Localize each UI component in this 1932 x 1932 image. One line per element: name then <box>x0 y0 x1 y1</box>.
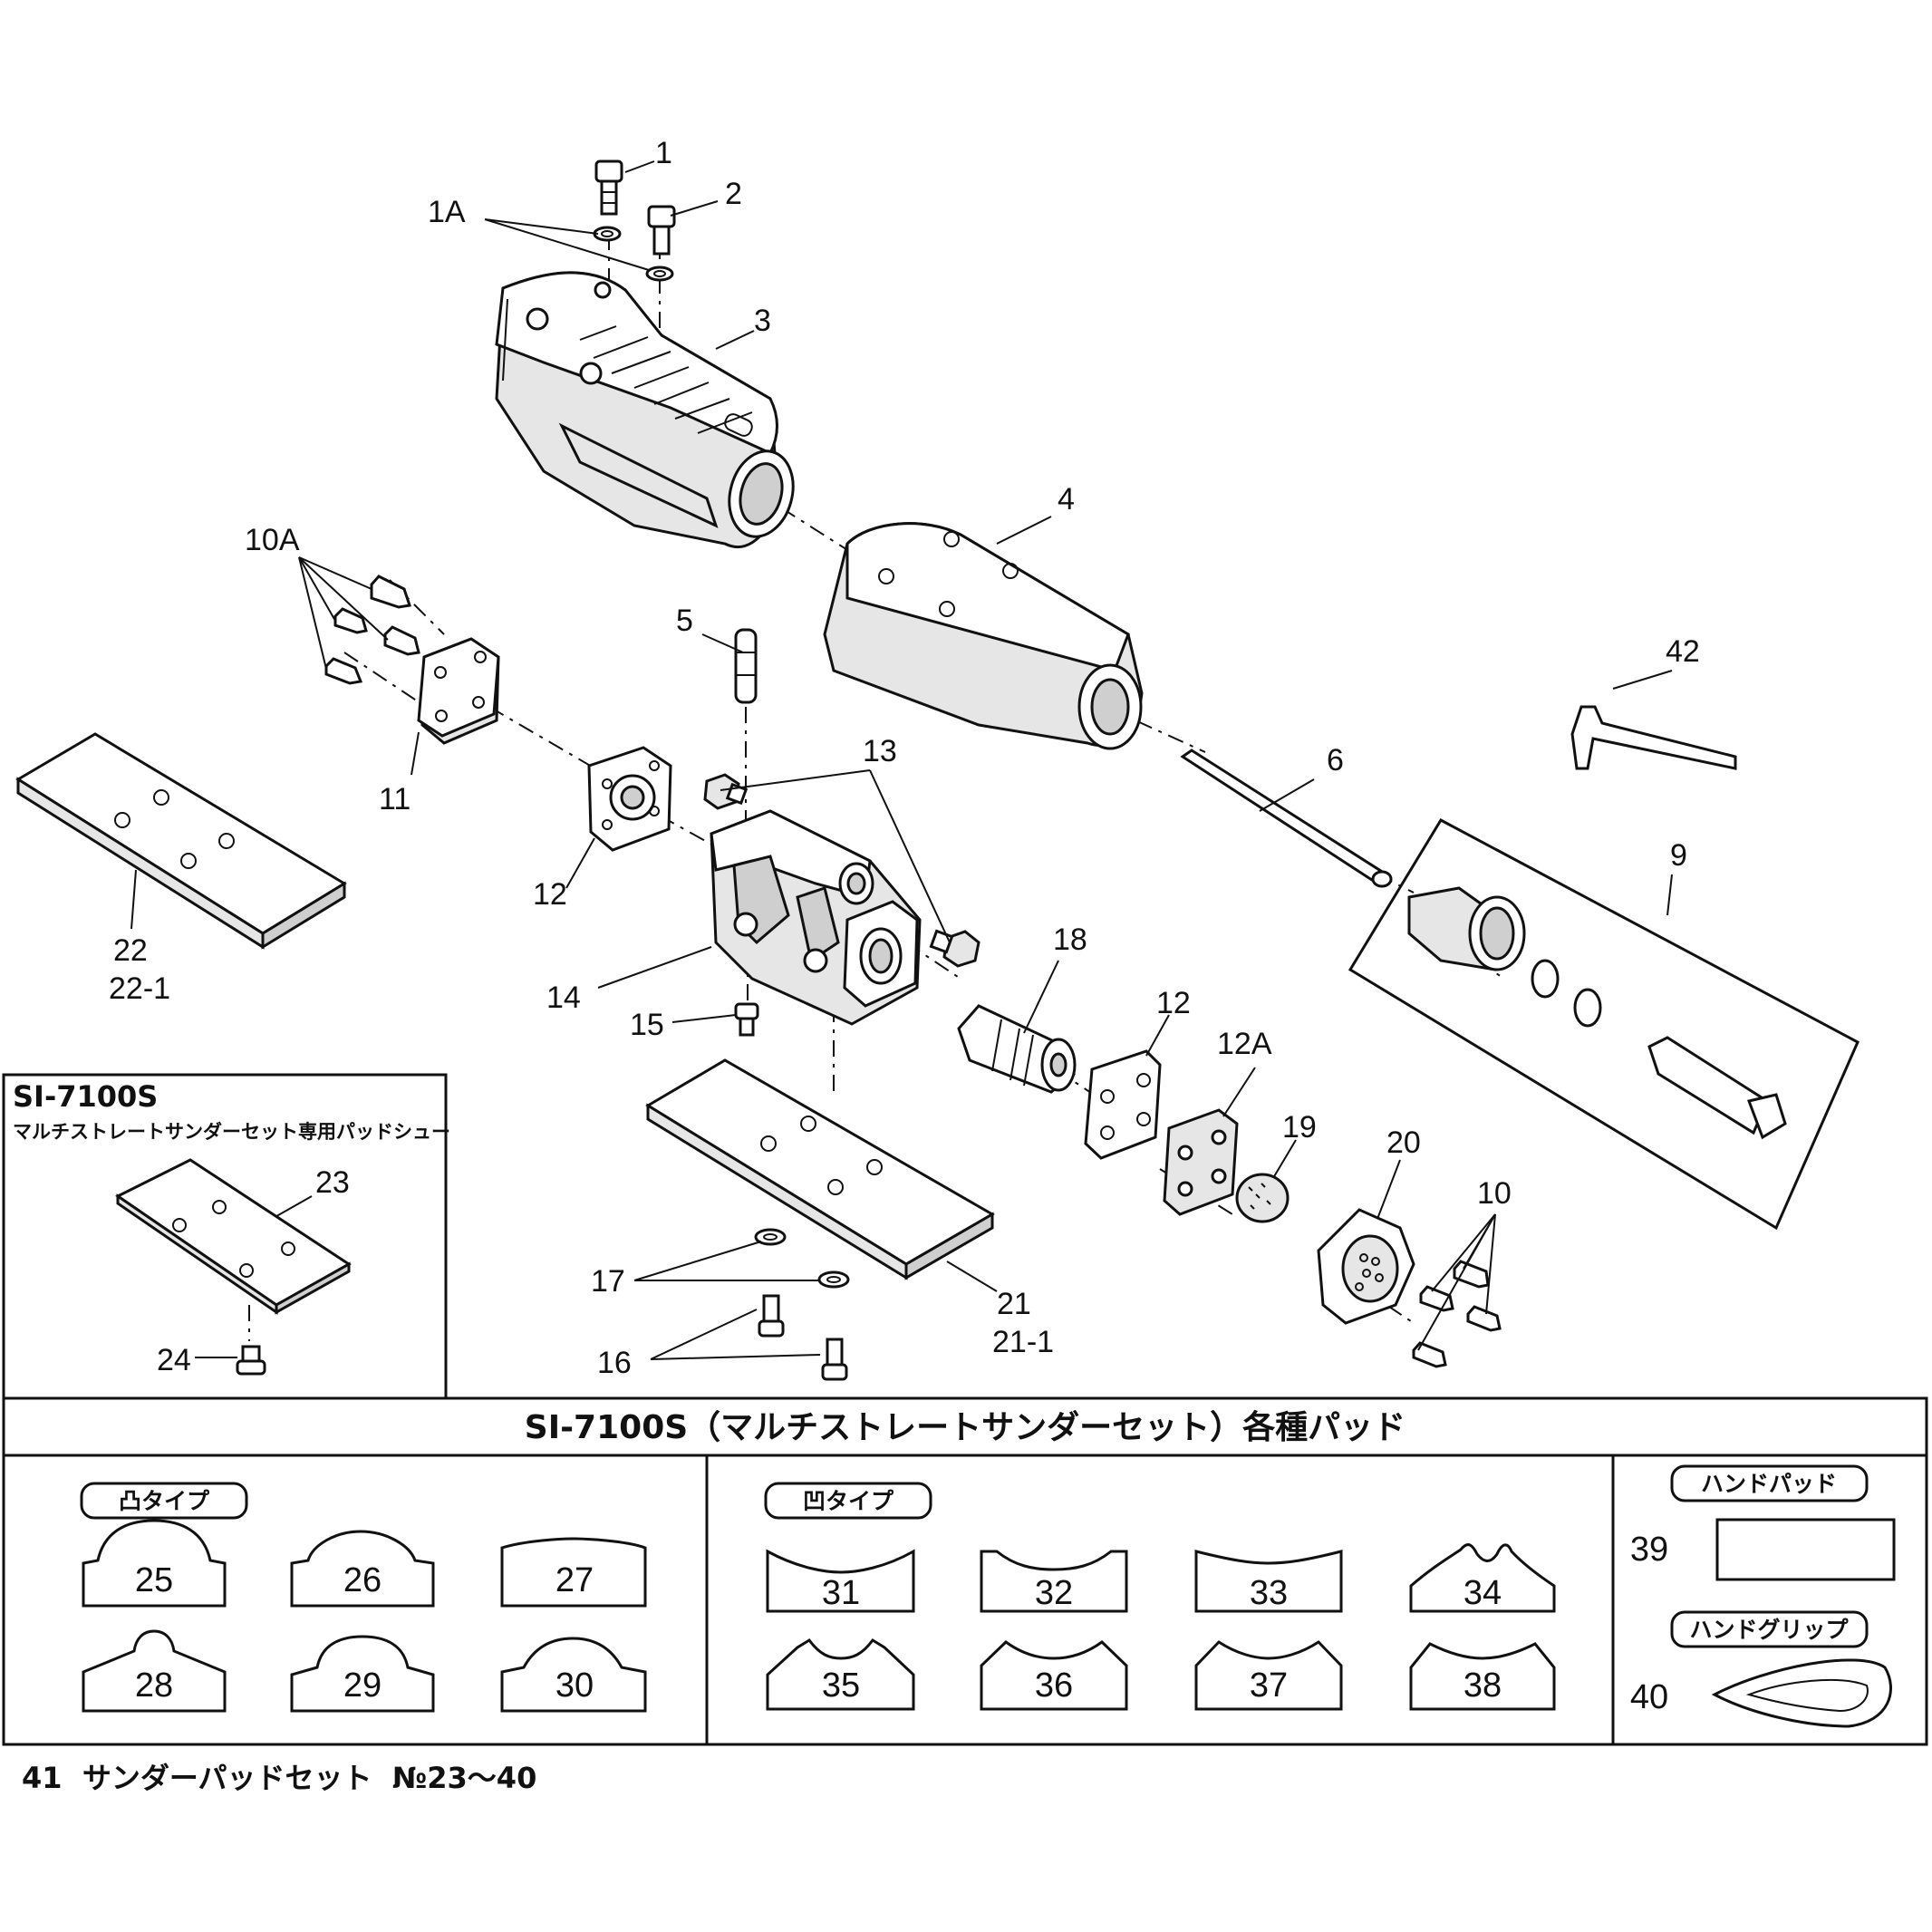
pad-26: 26 <box>343 1561 382 1599</box>
callout-labels: 1 1A 2 3 4 5 6 9 10 10A 11 12 12 12A 13 … <box>109 136 1700 1380</box>
part-4-sleeve <box>823 522 1144 750</box>
hand-grip-number: 40 <box>1630 1678 1668 1716</box>
callout-1a: 1A <box>428 195 466 229</box>
part-12-plate-b <box>1084 1049 1162 1160</box>
part-24-screw <box>236 1345 266 1376</box>
convex-type-pill <box>80 1482 248 1520</box>
callout-15: 15 <box>630 1008 664 1042</box>
hand-grip-label: ハンドグリップ <box>1689 1617 1849 1643</box>
part-1-screw <box>594 159 623 216</box>
part-13-plugs <box>703 773 980 968</box>
part-9-coupling-set <box>1348 818 1860 1231</box>
pads-table-title: SI-7100S（マルチストレートサンダーセット）各種パッド <box>525 1409 1406 1446</box>
part-15-screw <box>734 1002 759 1037</box>
callout-18: 18 <box>1053 923 1087 957</box>
callout-11: 11 <box>379 782 411 816</box>
part-23-pad-shoe <box>115 1158 352 1315</box>
part-16-screws <box>758 1294 848 1381</box>
pad-32: 32 <box>1035 1574 1073 1612</box>
pad-31: 31 <box>822 1574 860 1612</box>
callout-10a: 10A <box>245 523 300 557</box>
pad-38: 38 <box>1463 1666 1502 1705</box>
callout-10: 10 <box>1477 1176 1512 1211</box>
callout-21: 21 <box>997 1287 1031 1321</box>
convex-pads <box>82 1519 647 1713</box>
part-10a-screws <box>324 575 420 685</box>
pad-28: 28 <box>135 1666 173 1705</box>
callout-17: 17 <box>591 1264 625 1299</box>
part-1a-washer <box>593 226 674 282</box>
convex-type-label: 凸タイプ <box>119 1488 210 1514</box>
part-21-pad <box>645 1058 995 1280</box>
hand-pad-label: ハンドパッド <box>1701 1471 1837 1497</box>
concave-type-pill <box>764 1482 932 1520</box>
callout-24: 24 <box>157 1343 191 1377</box>
part-5-pin <box>734 628 758 704</box>
callout-5: 5 <box>676 604 693 638</box>
part-12a-gasket <box>1163 1108 1239 1216</box>
part-14-body <box>710 809 922 1026</box>
hand-pad-pill <box>1670 1464 1869 1502</box>
callout-9: 9 <box>1670 838 1687 873</box>
callout-23: 23 <box>315 1165 350 1200</box>
footer-note: 41 サンダーパッドセット №23～40 <box>22 1761 536 1795</box>
part-22-pad <box>15 732 347 950</box>
hand-pad-number: 39 <box>1630 1531 1668 1569</box>
part-18-rotor <box>957 1004 1077 1094</box>
callout-3: 3 <box>754 304 771 338</box>
callout-22-1: 22-1 <box>109 971 170 1006</box>
pad-29: 29 <box>343 1666 382 1705</box>
hand-grip-pill <box>1670 1610 1869 1648</box>
pad-34: 34 <box>1463 1574 1502 1612</box>
callout-14: 14 <box>546 980 581 1015</box>
part-19-filter <box>1235 1173 1290 1223</box>
pad-33: 33 <box>1250 1574 1288 1612</box>
pad-30: 30 <box>555 1666 594 1705</box>
pads-table: SI-7100S（マルチストレートサンダーセット）各種パッド 凸タイプ 凹タイプ… <box>2 1396 1928 1746</box>
part-17-washers <box>754 1228 850 1289</box>
callout-4: 4 <box>1058 482 1075 517</box>
hand-grip-shape <box>1711 1658 1892 1728</box>
concave-pads <box>766 1543 1556 1711</box>
pad-numbers: 25 26 27 28 29 30 31 32 33 34 35 36 37 3… <box>135 1561 1502 1705</box>
callout-16: 16 <box>597 1346 632 1380</box>
callout-12a: 12 <box>533 877 567 912</box>
callout-2: 2 <box>725 177 742 211</box>
pad-35: 35 <box>822 1666 860 1705</box>
inset-model: SI-7100S <box>13 1079 158 1114</box>
part-2-screw <box>647 205 676 256</box>
pad-27: 27 <box>555 1561 594 1599</box>
callout-42: 42 <box>1666 634 1700 669</box>
part-11-plate <box>417 637 500 745</box>
part-3-housing <box>495 271 795 549</box>
callout-21-1: 21-1 <box>992 1325 1054 1359</box>
part-20-cap <box>1317 1208 1415 1325</box>
pad-37: 37 <box>1250 1666 1288 1705</box>
callout-12b: 12 <box>1156 986 1191 1020</box>
callout-19: 19 <box>1282 1110 1317 1145</box>
callout-leaders <box>130 160 1673 1360</box>
inset-pad-shoe: SI-7100S マルチストレートサンダーセット専用パッドシュー <box>2 1073 450 1400</box>
inset-subtitle: マルチストレートサンダーセット専用パッドシュー <box>13 1121 450 1143</box>
callout-12A: 12A <box>1217 1027 1272 1061</box>
callout-20: 20 <box>1386 1125 1421 1160</box>
pad-36: 36 <box>1035 1666 1073 1705</box>
part-12-plate <box>587 746 672 852</box>
callout-1: 1 <box>655 136 672 170</box>
pad-25: 25 <box>135 1561 173 1599</box>
part-6-shaft <box>1180 749 1393 888</box>
callout-22: 22 <box>113 933 148 968</box>
hand-pad-shape <box>1715 1518 1896 1581</box>
callout-6: 6 <box>1327 743 1344 778</box>
callout-13: 13 <box>863 734 897 768</box>
concave-type-label: 凹タイプ <box>803 1488 894 1514</box>
part-42-hex-key <box>1570 705 1737 770</box>
